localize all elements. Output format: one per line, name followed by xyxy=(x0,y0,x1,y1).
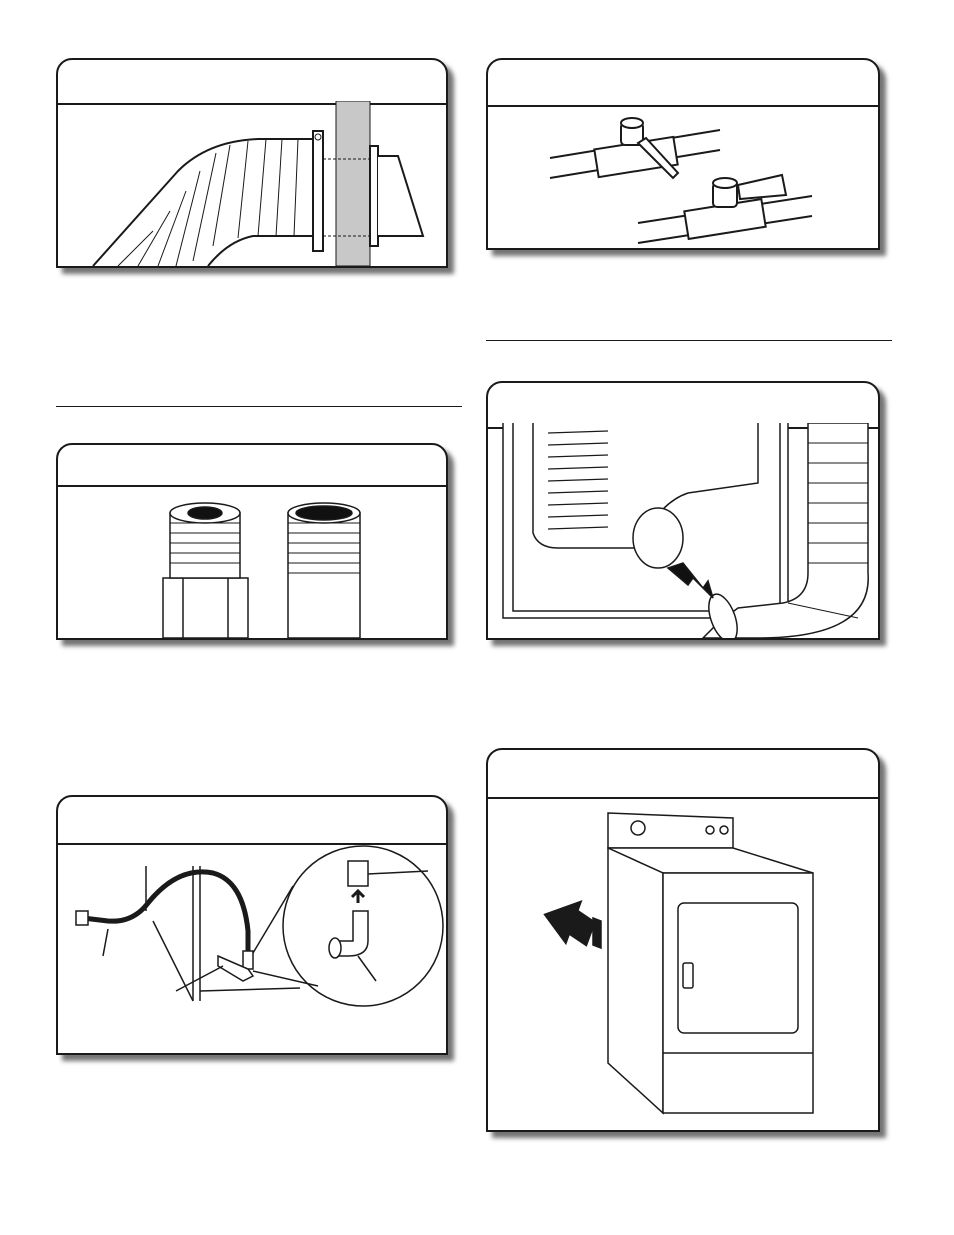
section-divider xyxy=(486,340,892,341)
figure-exhaust-hose xyxy=(486,381,880,640)
figure-gas-valves xyxy=(486,58,880,250)
figure-pipe-threads xyxy=(56,443,448,640)
gas-flex-connector-icon xyxy=(75,845,444,1007)
figure-header xyxy=(488,750,878,799)
dryer-exhaust-hose-icon xyxy=(502,423,869,638)
figure-header xyxy=(58,797,446,845)
figure-header xyxy=(488,60,878,107)
figure-header xyxy=(58,445,446,487)
vent-duct-wall-icon xyxy=(92,101,425,266)
figure-gas-connector xyxy=(56,795,448,1055)
pipe-threads-icon xyxy=(162,502,361,638)
figure-header xyxy=(58,60,446,105)
section-divider xyxy=(56,406,462,407)
figure-dryer-placement xyxy=(486,748,880,1132)
figure-vent-duct xyxy=(56,58,448,268)
gas-shutoff-valve-icon xyxy=(549,117,813,244)
dryer-push-into-place-icon xyxy=(543,812,814,1115)
